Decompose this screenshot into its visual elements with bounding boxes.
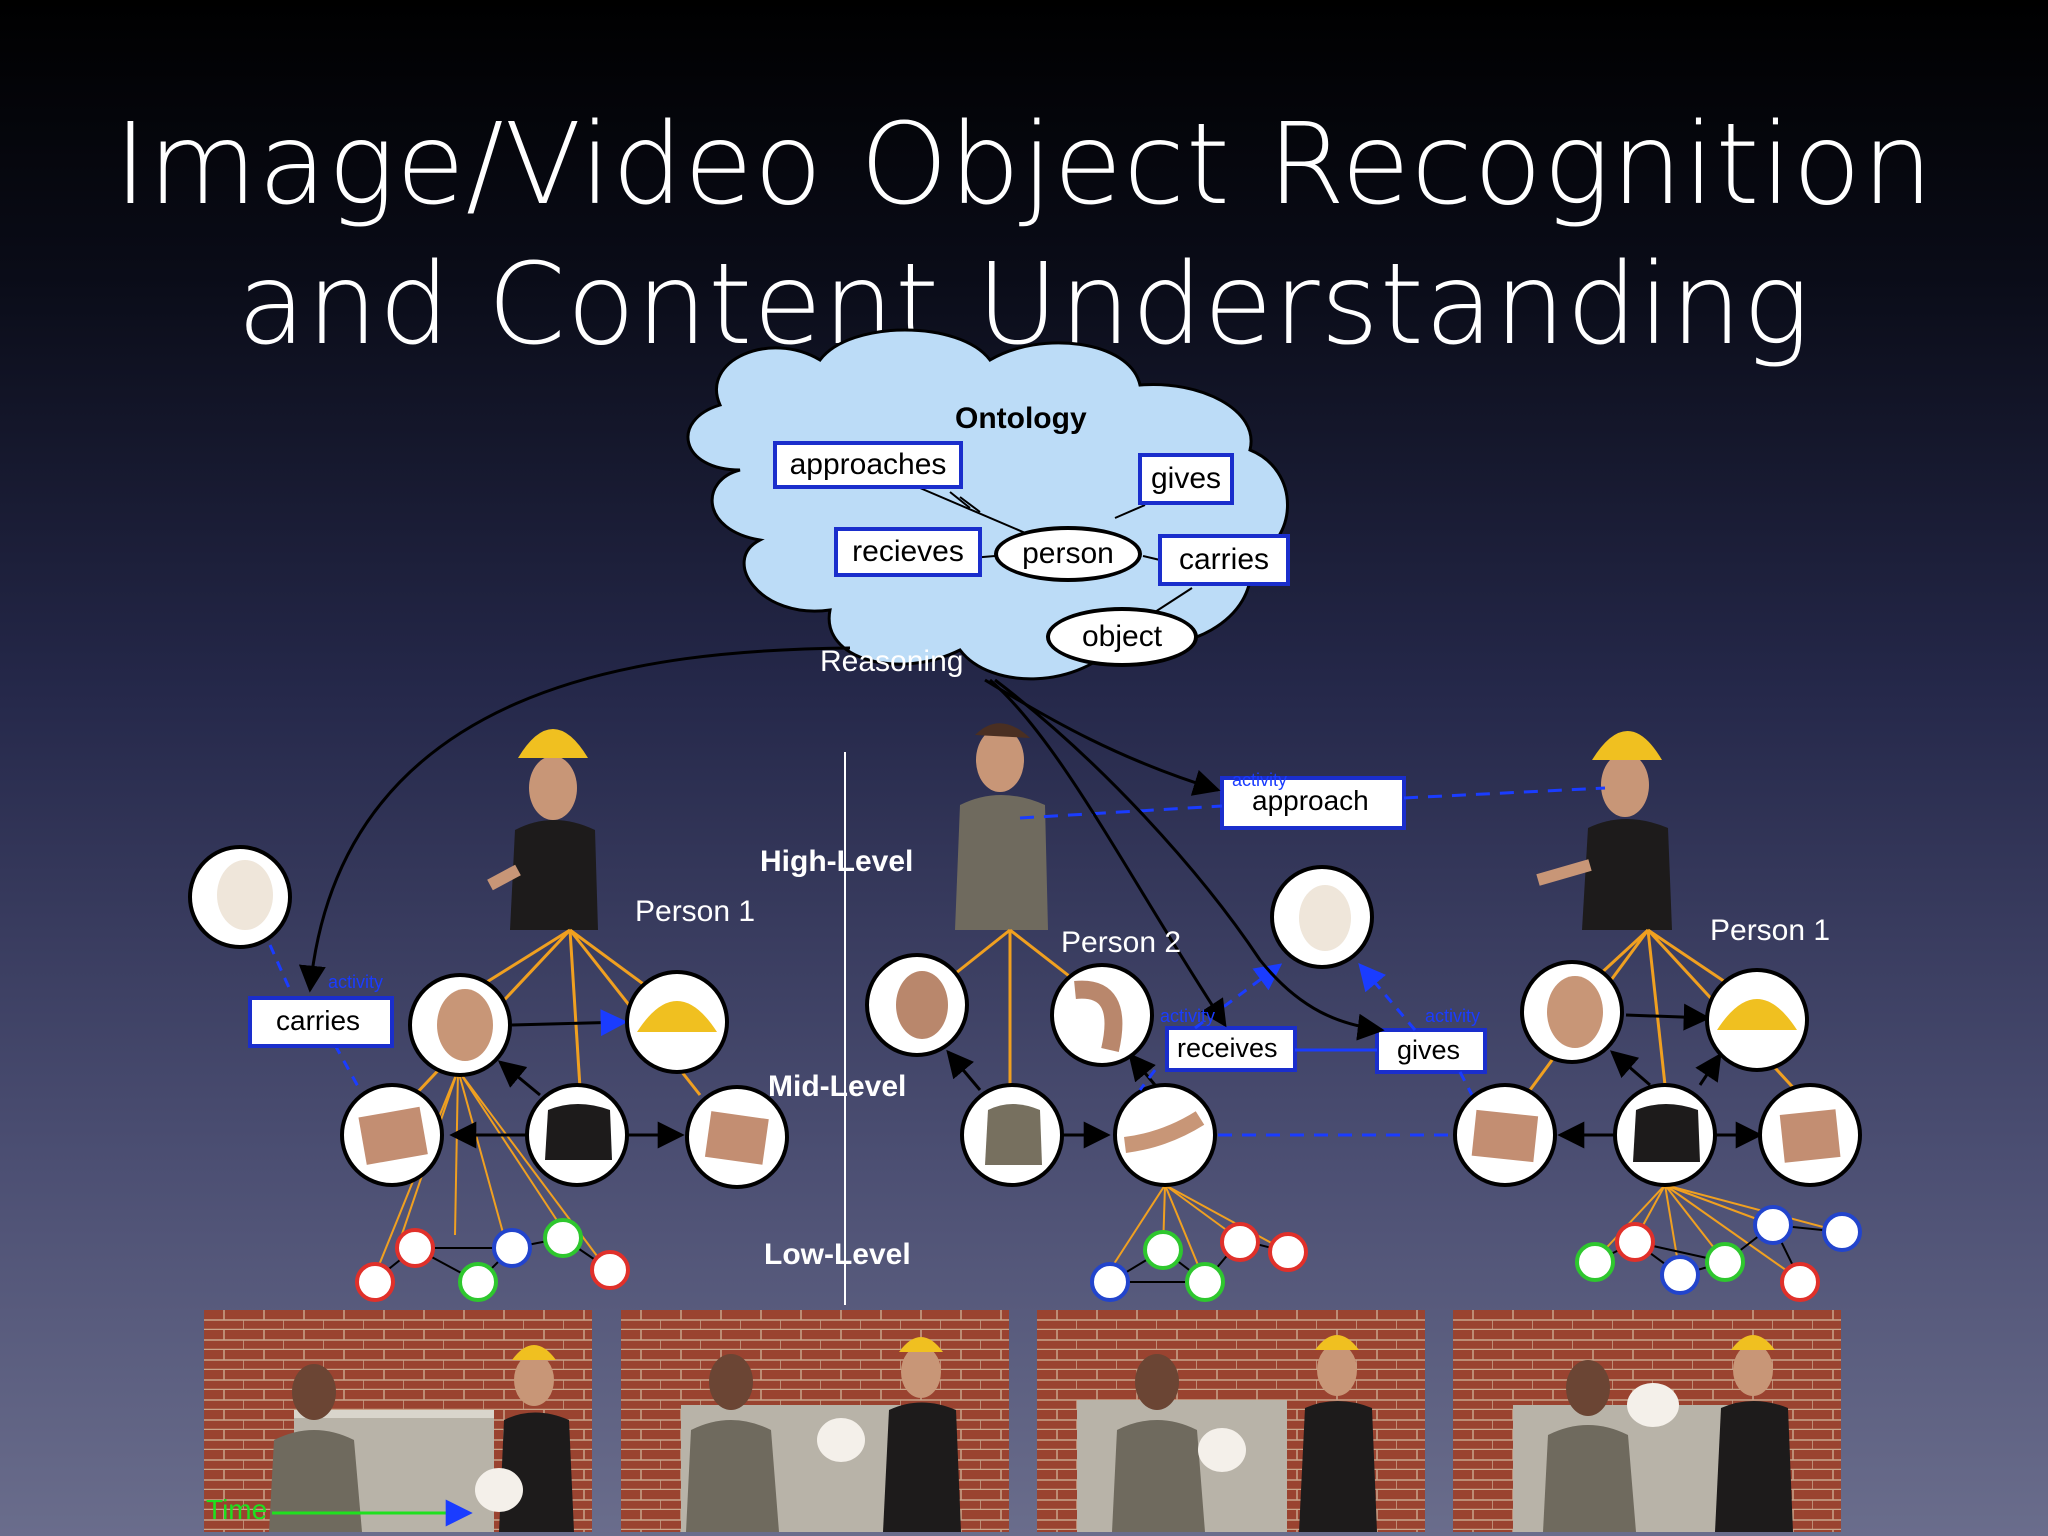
ontology-entity-person: person <box>994 526 1142 582</box>
low-node-red <box>1220 1222 1260 1262</box>
ontology-relation-carries: carries <box>1158 534 1290 586</box>
carries-activity-label: carries <box>276 1005 361 1036</box>
person1-right-figure <box>1536 731 1672 930</box>
person-label-right: Person 1 <box>1710 914 1831 947</box>
frame-3-scene <box>1037 1310 1425 1532</box>
low-node-red <box>355 1262 395 1302</box>
slide-title-line-1: Image/Video Object Recognition <box>113 100 1935 230</box>
low-node-blue <box>492 1228 532 1268</box>
ontology-relation-gives: gives <box>1138 453 1234 505</box>
receives-activity-tag: activity <box>1160 1006 1216 1026</box>
low-node-blue <box>1753 1205 1793 1245</box>
person-label: person <box>1022 537 1114 570</box>
ontology-relation-approaches: approaches <box>773 441 963 489</box>
frame-2-scene <box>621 1310 1009 1532</box>
low-node-blue <box>1090 1262 1130 1302</box>
person1-left-graph <box>188 729 789 1302</box>
low-node-red <box>1268 1232 1308 1272</box>
carries-activity-tag: activity <box>328 972 384 992</box>
gives-activity-box <box>1375 1028 1487 1074</box>
person1-right-graph <box>1453 731 1862 1302</box>
person1-left-figure <box>487 729 598 930</box>
receives-activity-label: receives <box>1177 1033 1278 1063</box>
video-frame-3 <box>1037 1310 1425 1532</box>
low-node-red <box>590 1250 630 1290</box>
high-level-label: High-Level <box>760 845 914 878</box>
low-node-green <box>1143 1230 1183 1270</box>
ontology-entity-object: object <box>1046 607 1198 667</box>
ontology-relation-recieves: recieves <box>834 527 982 577</box>
p2-arm-part-circle <box>1050 963 1154 1067</box>
video-frame-2 <box>621 1310 1009 1532</box>
person2-figure <box>955 723 1048 930</box>
carries-activity-box <box>248 996 394 1048</box>
approach-activity-box <box>1220 776 1406 830</box>
gives-activity-tag: activity <box>1425 1006 1481 1026</box>
low-node-red <box>1780 1262 1820 1302</box>
low-node-green <box>1705 1242 1745 1282</box>
approach-activity-tag: activity <box>1232 770 1288 790</box>
ontology-heading: Ontology <box>955 402 1087 435</box>
low-node-green <box>543 1218 583 1258</box>
recieves-label: recieves <box>852 535 964 568</box>
mid-level-label: Mid-Level <box>768 1070 907 1103</box>
low-node-red <box>1615 1222 1655 1262</box>
gives-activity-label: gives <box>1397 1035 1461 1065</box>
video-frame-4 <box>1453 1310 1841 1532</box>
low-node-red <box>395 1228 435 1268</box>
low-node-green <box>1185 1262 1225 1302</box>
low-node-blue <box>1822 1212 1862 1252</box>
approach-activity-label: approach <box>1252 785 1369 816</box>
low-node-blue <box>1660 1255 1700 1295</box>
ontology-cloud <box>686 328 1289 681</box>
frame-4-scene <box>1453 1310 1841 1532</box>
reasoning-label: Reasoning <box>820 645 964 678</box>
person-label-middle: Person 2 <box>1061 926 1182 959</box>
approaches-label: approaches <box>789 448 947 481</box>
person2-graph <box>865 723 1487 1302</box>
time-label: Time <box>206 1494 268 1525</box>
gives-label: gives <box>1150 462 1222 495</box>
person-label-left: Person 1 <box>635 895 756 928</box>
carries-label: carries <box>1178 543 1269 576</box>
low-node-green <box>458 1262 498 1302</box>
low-level-label: Low-Level <box>764 1238 911 1271</box>
object-label: object <box>1081 620 1163 653</box>
reasoning-arrows <box>298 646 1385 1041</box>
low-node-green <box>1575 1242 1615 1282</box>
